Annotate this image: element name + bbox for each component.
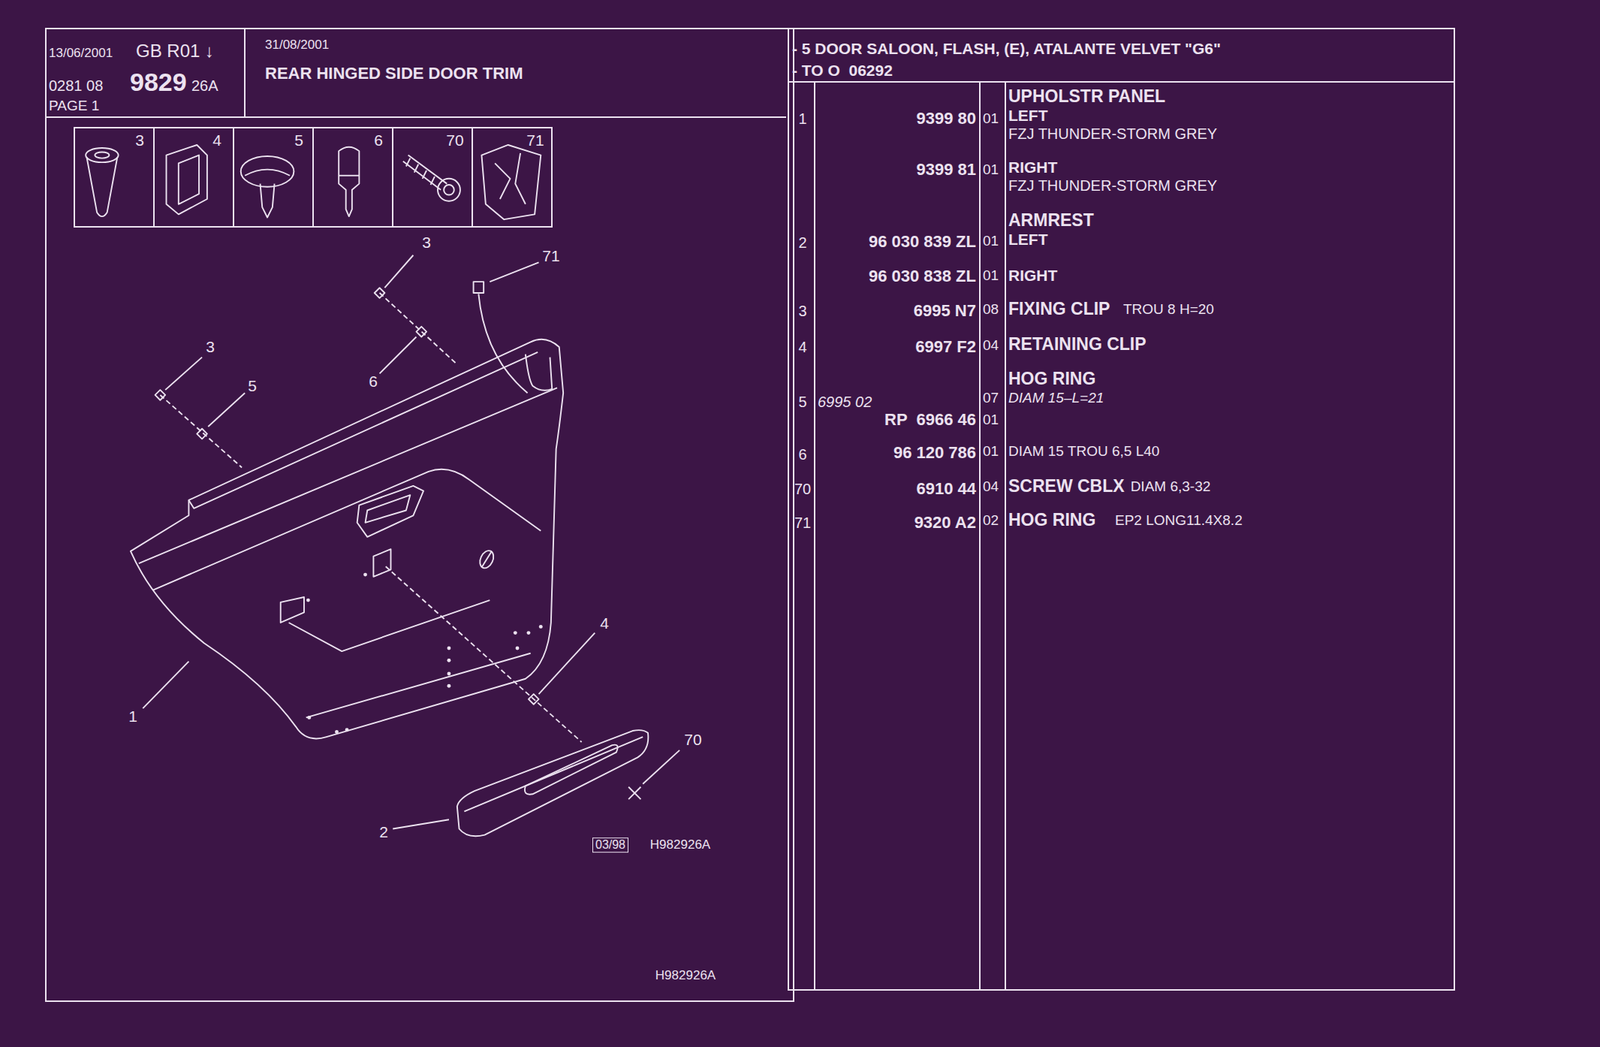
- table-cell: UPHOLSTR PANEL: [1008, 86, 1166, 108]
- drawing-ref: H982926A: [655, 967, 716, 983]
- table-cell: 01: [982, 411, 999, 429]
- table-cell: 6995 02: [817, 392, 872, 411]
- table-cell: 9399 80: [916, 108, 977, 129]
- icon-number: 6: [373, 130, 383, 150]
- callout-number: 5: [247, 376, 257, 395]
- callout-number: 2: [379, 822, 389, 841]
- header-text: 0281 08: [48, 76, 103, 95]
- header-text: 9829: [129, 66, 187, 98]
- icon-number: 5: [294, 130, 304, 150]
- table-cell: HOG RING: [1008, 509, 1096, 531]
- callout-number: 1: [128, 706, 138, 726]
- table-cell: DIAM 15 TROU 6,5 L40: [1008, 442, 1160, 461]
- table-cell: 4: [798, 337, 807, 356]
- header-text: GB R01 ↓: [135, 40, 214, 63]
- callout-number: 70: [683, 729, 702, 749]
- table-cell: 2: [798, 233, 807, 252]
- table-cell: FZJ THUNDER-STORM GREY: [1008, 176, 1218, 195]
- table-cell: RIGHT: [1008, 157, 1058, 177]
- callout-number: 6: [368, 371, 378, 391]
- table-cell: 01: [982, 110, 999, 128]
- table-cell: EP2 LONG11.4X8.2: [1114, 512, 1243, 530]
- table-cell: 96 120 786: [893, 442, 977, 463]
- table-cell: 02: [982, 512, 999, 530]
- table-cell: 01: [982, 161, 999, 179]
- icon-number: 71: [526, 130, 544, 150]
- table-cell: 71: [794, 513, 811, 532]
- table-cell: 3: [798, 301, 807, 320]
- table-cell: 04: [982, 478, 999, 496]
- callout-number: 3: [421, 232, 431, 252]
- table-cell: RP 6966 46: [884, 409, 977, 430]
- table-cell: 6995 N7: [913, 301, 977, 321]
- table-cell: 1: [798, 109, 807, 128]
- table-cell: 01: [982, 232, 999, 251]
- header-text: 26A: [191, 76, 219, 95]
- table-cell: 01: [982, 442, 999, 461]
- table-cell: TROU 8 H=20: [1123, 301, 1215, 319]
- table-cell: DIAM 15–L=21: [1008, 389, 1104, 407]
- icon-number: 4: [212, 130, 222, 150]
- table-cell: 6910 44: [916, 479, 977, 499]
- table-cell: RETAINING CLIP: [1008, 334, 1147, 356]
- callout-number: 4: [599, 613, 609, 633]
- table-cell: FIXING CLIP: [1008, 298, 1110, 320]
- callout-number: 3: [205, 337, 215, 356]
- icon-number: 3: [135, 130, 145, 150]
- page-title: REAR HINGED SIDE DOOR TRIM: [265, 63, 523, 84]
- icon-number: 70: [445, 130, 464, 150]
- table-cell: ARMREST: [1008, 210, 1094, 232]
- table-cell: 9399 81: [916, 159, 977, 180]
- table-cell: SCREW CBLX: [1008, 476, 1125, 498]
- table-cell: 01: [982, 267, 999, 285]
- table-cell: HOG RING: [1008, 368, 1096, 390]
- table-cell: FZJ THUNDER-STORM GREY: [1008, 124, 1218, 143]
- table-cell: 70: [794, 479, 811, 498]
- drawing-ref: H982926A: [650, 837, 711, 853]
- table-cell: 9320 A2: [914, 512, 977, 533]
- table-cell: 04: [982, 337, 999, 355]
- table-cell: 96 030 839 ZL: [868, 232, 977, 252]
- table-cell: 07: [982, 389, 999, 407]
- table-cell: 6: [798, 445, 807, 464]
- table-cell: RIGHT: [1008, 265, 1058, 285]
- header-text: PAGE 1: [48, 97, 100, 115]
- table-cell: LEFT: [1008, 105, 1049, 125]
- header-text: 31/08/2001: [265, 37, 329, 53]
- header-text: - 5 DOOR SALOON, FLASH, (E), ATALANTE VE…: [792, 39, 1221, 58]
- callout-number: 71: [542, 246, 560, 266]
- header-text: 13/06/2001: [48, 45, 113, 61]
- table-cell: 5: [798, 392, 807, 411]
- table-cell: LEFT: [1008, 229, 1049, 249]
- table-cell: DIAM 6,3-32: [1130, 478, 1212, 496]
- drawing-ref: 03/98: [592, 837, 629, 853]
- table-cell: 08: [982, 301, 999, 319]
- table-cell: 6997 F2: [915, 337, 977, 357]
- table-cell: 96 030 838 ZL: [868, 266, 977, 287]
- header-text: - TO O 06292: [792, 60, 893, 80]
